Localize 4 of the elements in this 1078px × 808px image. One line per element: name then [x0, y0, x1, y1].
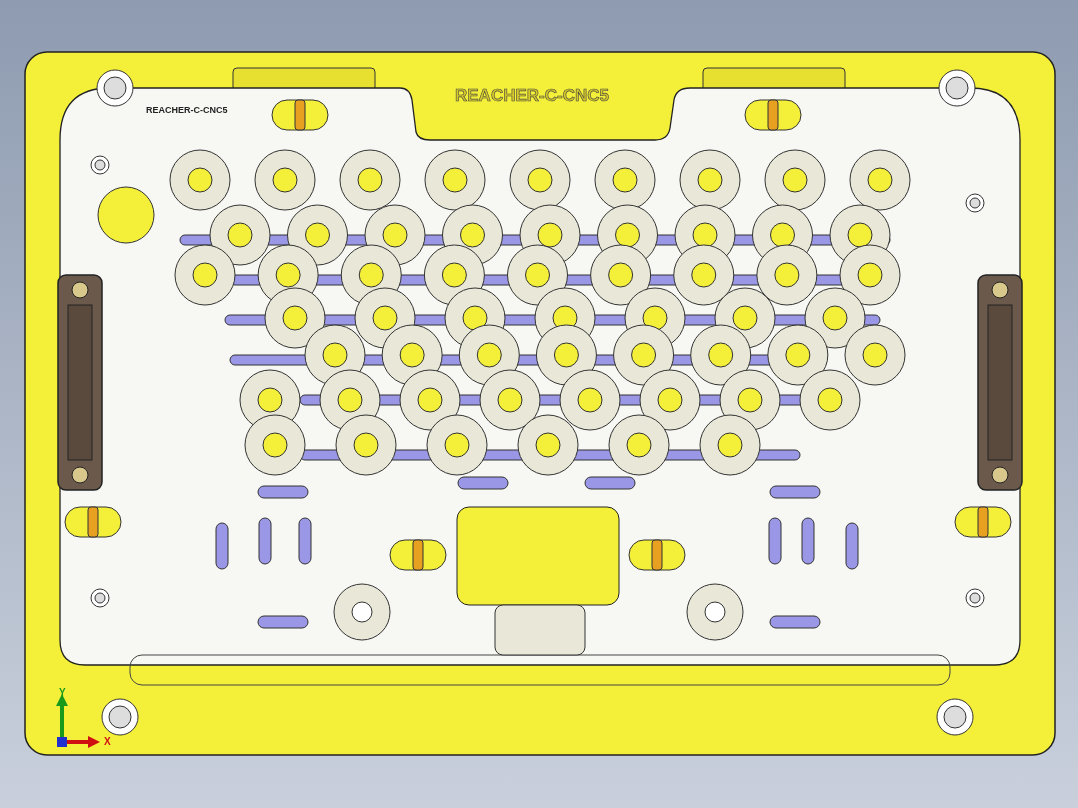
engraved-part-code: REACHER-C-CNC5 [146, 106, 228, 115]
axis-label: X [104, 737, 111, 747]
engraved-part-code: REACHER-C-CNC5 [455, 87, 609, 104]
axis-label: Y [59, 688, 66, 698]
